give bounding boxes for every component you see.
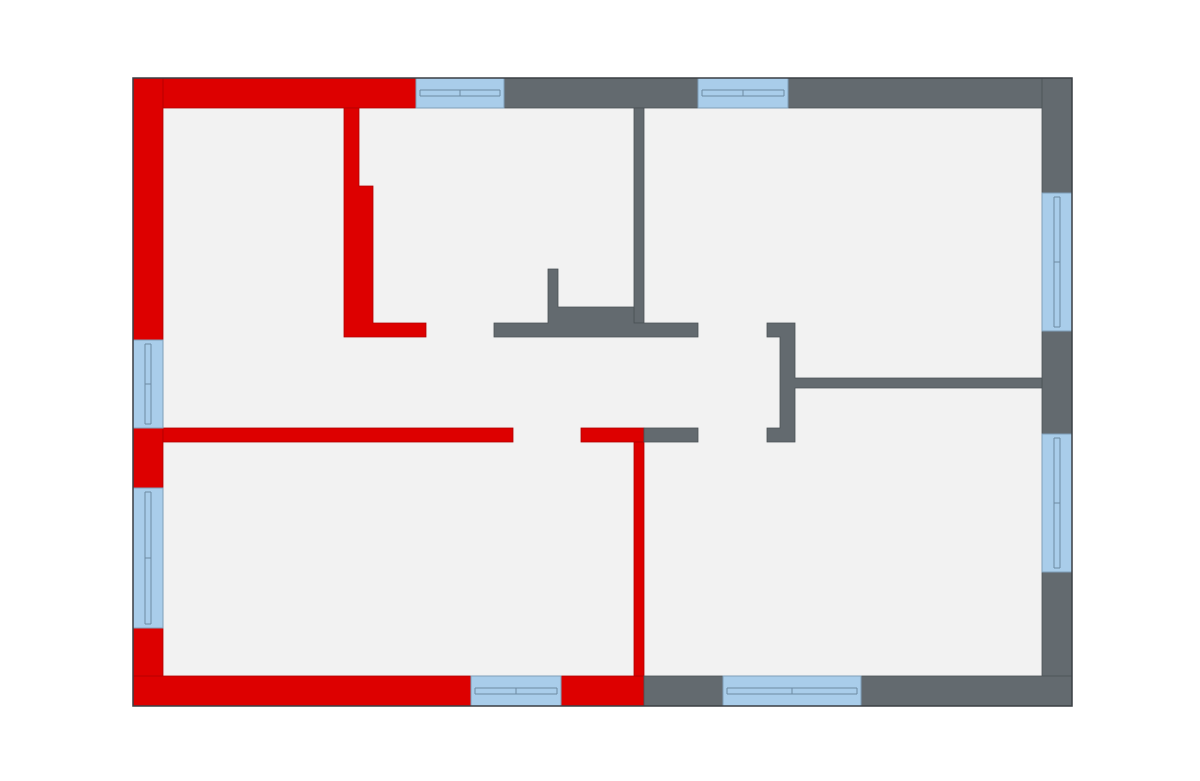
window-right-upper <box>1041 192 1073 332</box>
wall-bottom-right <box>860 675 1073 707</box>
wall-interior-vertical-bottom <box>633 441 645 677</box>
window-bottom-left <box>470 675 562 707</box>
window-top-left <box>415 77 505 109</box>
wall-top-right <box>787 77 1073 109</box>
wall-interior-stub-right <box>643 427 699 443</box>
wall-left-middle <box>132 427 164 489</box>
wall-top-left <box>132 77 417 109</box>
wall-interior-bracket <box>766 322 1043 443</box>
window-bottom-right <box>722 675 862 707</box>
highlighted-walls <box>132 77 645 707</box>
window-right-lower <box>1041 433 1073 573</box>
wall-bottom-left <box>132 675 472 707</box>
window-left-lower <box>132 487 164 629</box>
wall-interior-t-junction <box>493 268 699 338</box>
wall-interior-horizontal-mid <box>580 427 645 443</box>
wall-interior-horizontal-left <box>162 427 514 443</box>
wall-bottom-mid-right <box>643 675 724 707</box>
wall-left-upper <box>132 77 164 341</box>
floor-area <box>163 108 1042 676</box>
plan-outline <box>132 77 1073 707</box>
wall-bottom-center <box>560 675 645 707</box>
window-top-right <box>697 77 789 109</box>
window-left-upper <box>132 339 164 429</box>
wall-interior-top-left <box>343 107 427 338</box>
wall-top-middle <box>503 77 699 109</box>
wall-right-middle <box>1041 330 1073 435</box>
wall-right-upper <box>1041 77 1073 194</box>
wall-interior-vertical-top <box>633 107 645 324</box>
